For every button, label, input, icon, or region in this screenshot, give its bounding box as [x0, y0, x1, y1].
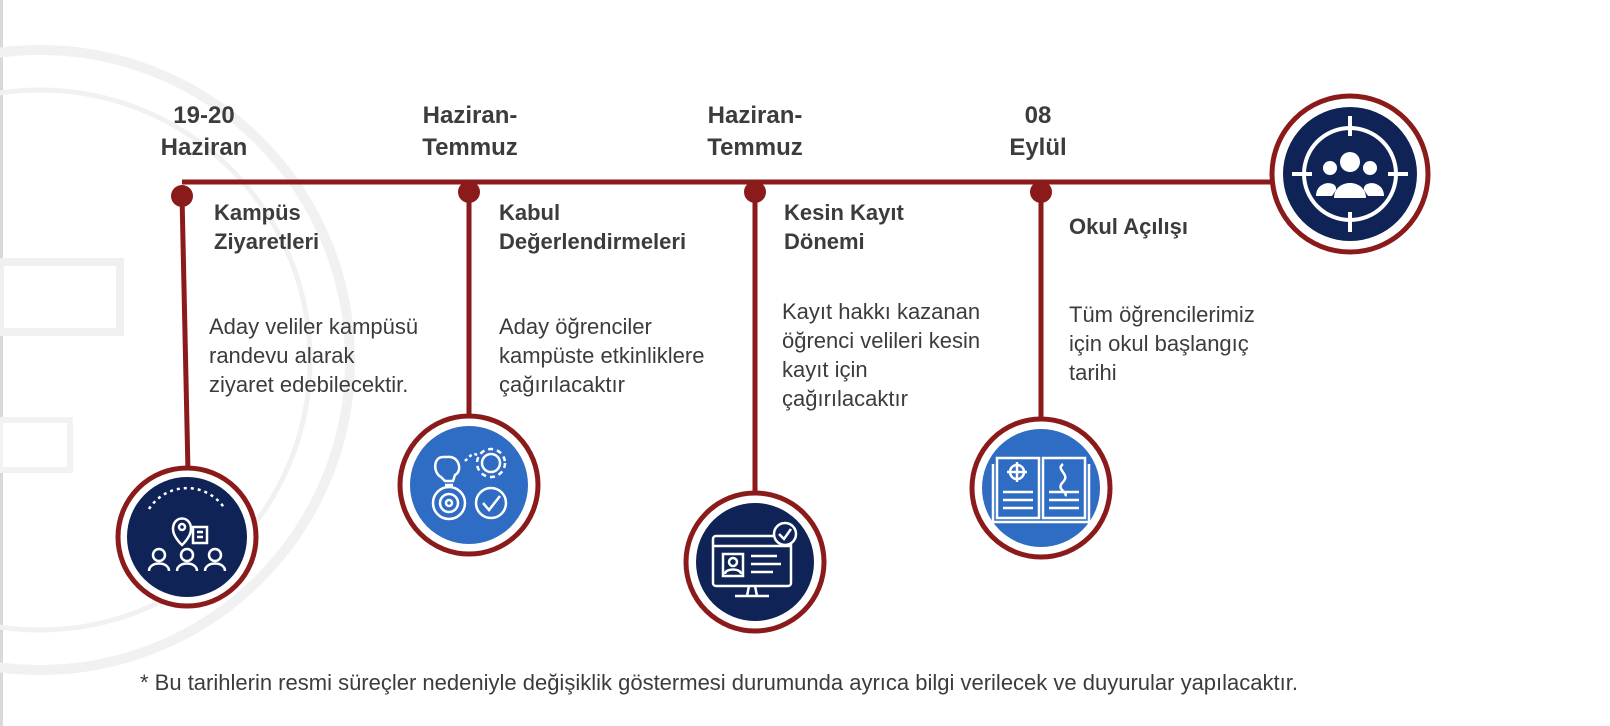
milestone-desc-2: Aday öğrenciler kampüste etkinliklere ça… [499, 314, 705, 397]
connector-line-1 [179, 194, 191, 473]
milestone-title-2: Kabul Değerlendirmeleri [499, 200, 687, 254]
target-group-icon [1269, 93, 1431, 255]
milestone-title-1: Kampüs Ziyaretleri [214, 200, 320, 254]
timeline-dot-2 [458, 181, 480, 203]
registration-monitor-icon [683, 490, 827, 634]
milestone-title-3: Kesin Kayıt Dönemi [784, 200, 904, 254]
open-book-icon [969, 416, 1113, 560]
milestone-desc-1: Aday veliler kampüsü randevu alarak ziya… [209, 314, 419, 397]
milestone-desc-4: Tüm öğrencilerimiz için okul başlangıç t… [1069, 302, 1255, 385]
watermark-seal-icon [0, 45, 355, 675]
evaluation-gear-target-icon [397, 413, 541, 557]
left-edge-bar [0, 0, 3, 726]
milestone-date-3: Haziran- Temmuz [707, 102, 803, 161]
milestone-desc-3: Kayıt hakkı kazanan öğrenci velileri kes… [782, 299, 981, 411]
campus-visit-people-icon [115, 465, 259, 609]
timeline-dot-1 [171, 185, 193, 207]
milestone-date-1: 19-20 Haziran [160, 102, 248, 161]
milestone-date-2: Haziran- Temmuz [422, 102, 518, 161]
milestone-title-4: Okul Açılışı [1069, 214, 1189, 239]
milestone-date-4: 08 Eylül [1009, 102, 1067, 161]
timeline-dot-3 [744, 181, 766, 203]
timeline-dot-4 [1030, 181, 1052, 203]
footnote-text: * Bu tarihlerin resmi süreçler nedeniyle… [140, 670, 1298, 695]
